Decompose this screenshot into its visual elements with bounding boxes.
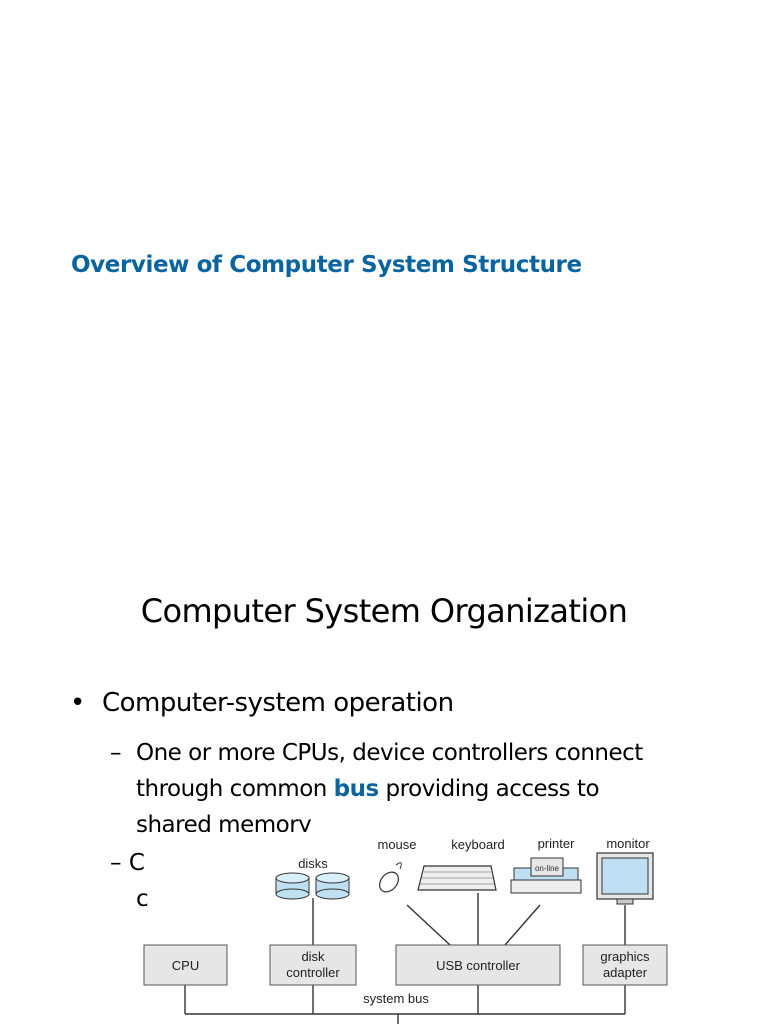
label-monitor: monitor xyxy=(606,836,650,851)
partial-text-2: c xyxy=(136,886,149,912)
printer-status-text: on-line xyxy=(535,864,560,873)
slide2-title: Computer System Organization xyxy=(140,592,628,630)
text-segment: through common xyxy=(136,776,334,802)
label-disks: disks xyxy=(298,856,328,871)
mouse-icon xyxy=(379,862,402,893)
text-segment: providing access to xyxy=(378,776,600,802)
monitor-icon xyxy=(596,852,654,905)
keyboard-icon xyxy=(417,865,497,891)
dash-marker: – xyxy=(110,850,122,876)
printer-icon xyxy=(510,857,582,894)
usb-controller-label: USB controller xyxy=(436,958,520,973)
disk-controller-label-2: controller xyxy=(286,965,340,980)
label-printer: printer xyxy=(538,836,576,851)
disk-controller-label-1: disk xyxy=(301,949,325,964)
graphics-adapter-label-2: adapter xyxy=(603,965,648,980)
bullet-item: • Computer-system operation xyxy=(70,688,454,718)
disk-controller-box xyxy=(269,944,357,986)
cpu-box xyxy=(143,944,228,986)
usb-controller-box xyxy=(395,944,561,986)
disks-icon xyxy=(275,872,350,900)
slide1-title: Overview of Computer System Structure xyxy=(71,252,582,278)
system-bus-label: system bus xyxy=(363,991,429,1006)
sub-bullet-line-1: One or more CPUs, device controllers con… xyxy=(136,740,643,766)
label-keyboard: keyboard xyxy=(451,837,504,852)
label-mouse: mouse xyxy=(377,837,416,852)
sub-bullet-1: – One or more CPUs, device controllers c… xyxy=(110,735,730,843)
connector-lines xyxy=(184,893,626,1024)
bullet-text: Computer-system operation xyxy=(102,688,454,718)
partial-text-1: C xyxy=(128,850,145,876)
graphics-adapter-box xyxy=(582,944,668,986)
graphics-adapter-label-1: graphics xyxy=(600,949,650,964)
cpu-label: CPU xyxy=(172,958,199,973)
bullet-marker: • xyxy=(70,688,85,718)
sub-bullet-2-partial: – C c xyxy=(110,845,149,917)
highlight-bus: bus xyxy=(333,776,380,802)
dash-marker: – xyxy=(110,740,122,766)
sub-bullet-line-2: through common bus providing access to xyxy=(110,771,730,807)
